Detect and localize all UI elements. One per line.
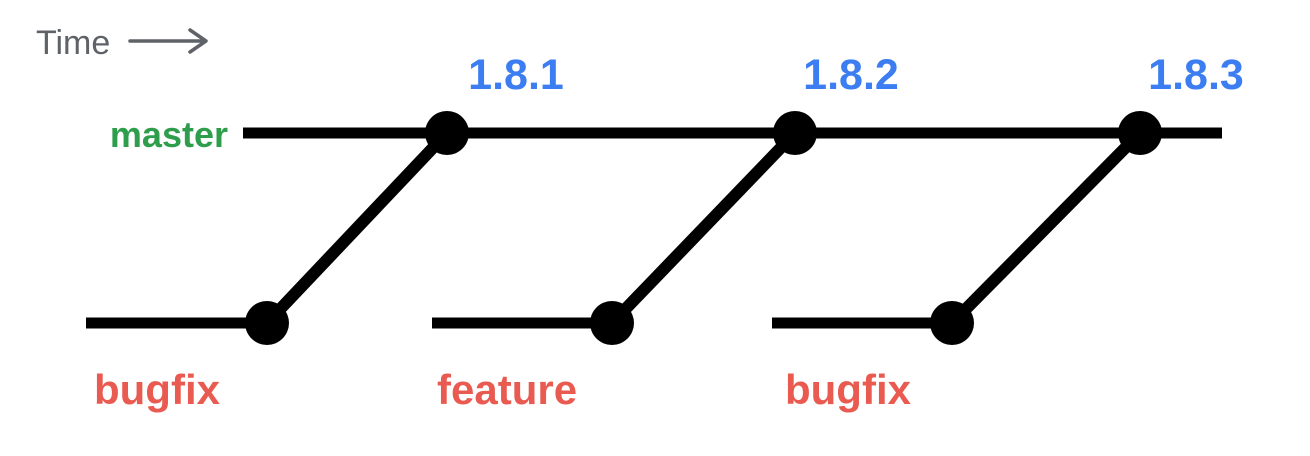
merge-line-3 bbox=[947, 128, 1145, 328]
topic-branch-label-bugfix-1: bugfix bbox=[94, 366, 221, 413]
commit-dot-release-3 bbox=[1118, 111, 1162, 155]
topic-branch-label-bugfix-2: bugfix bbox=[785, 366, 912, 413]
release-tag-3: 1.8.3 bbox=[1148, 51, 1244, 99]
release-tag-1: 1.8.1 bbox=[468, 51, 564, 99]
time-arrow-icon bbox=[128, 28, 208, 54]
commit-dot-feature bbox=[590, 301, 634, 345]
commit-dot-bugfix-1 bbox=[245, 301, 289, 345]
commit-dot-bugfix-2 bbox=[930, 301, 974, 345]
merge-line-1 bbox=[262, 128, 452, 328]
merge-line-2 bbox=[607, 128, 800, 328]
time-label: Time bbox=[36, 24, 110, 62]
master-branch-label: master bbox=[110, 114, 228, 155]
commit-dot-release-1 bbox=[425, 111, 469, 155]
commit-dot-release-2 bbox=[773, 111, 817, 155]
topic-branch-label-feature: feature bbox=[437, 366, 577, 413]
release-tag-2: 1.8.2 bbox=[803, 51, 899, 99]
